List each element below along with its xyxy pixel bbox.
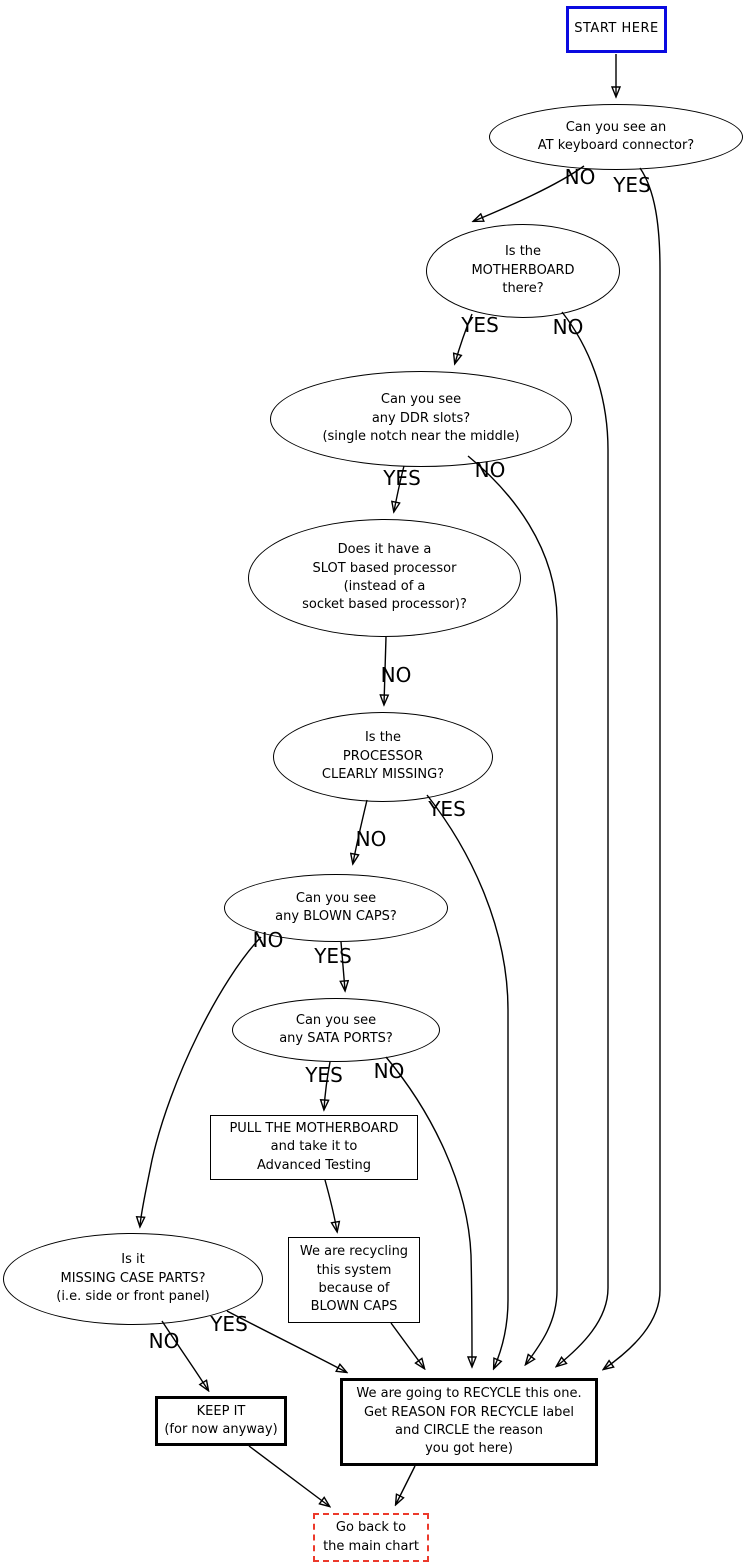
question-sata-ports: Can you see any SATA PORTS? bbox=[232, 998, 440, 1062]
edge-at-yes-to-recycle bbox=[604, 167, 661, 1369]
question-slot-processor: Does it have a SLOT based processor (ins… bbox=[248, 519, 521, 637]
edge-label-mb-yes: YES bbox=[461, 313, 499, 337]
question-missing-case-parts: Is it MISSING CASE PARTS? (i.e. side or … bbox=[3, 1233, 263, 1325]
question-processor-missing: Is the PROCESSOR CLEARLY MISSING? bbox=[273, 712, 493, 802]
action-pull-motherboard: PULL THE MOTHERBOARD and take it to Adva… bbox=[210, 1115, 418, 1180]
edge-label-caps-no: NO bbox=[252, 928, 284, 952]
question-at-keyboard-connector: Can you see an AT keyboard connector? bbox=[489, 104, 743, 170]
action-recycle-blown-caps: We are recycling this system because of … bbox=[288, 1237, 420, 1323]
edge-keep-to-goback bbox=[248, 1445, 329, 1506]
edge-pull-to-capsbox bbox=[324, 1179, 337, 1231]
edge-label-ddr-no: NO bbox=[474, 458, 506, 482]
edge-label-at-yes: YES bbox=[613, 173, 651, 197]
edge-label-caps-yes: YES bbox=[314, 944, 352, 968]
edge-label-slot-no: NO bbox=[380, 663, 412, 687]
edge-label-case-yes: YES bbox=[210, 1312, 248, 1336]
edge-label-case-no: NO bbox=[148, 1329, 180, 1353]
edge-recycle-to-goback bbox=[396, 1465, 416, 1504]
edge-label-sata-yes: YES bbox=[305, 1063, 343, 1087]
edge-capsbox-to-recycle bbox=[390, 1322, 424, 1368]
question-ddr-slots: Can you see any DDR slots? (single notch… bbox=[270, 371, 572, 467]
edge-label-proc-yes: YES bbox=[428, 797, 466, 821]
node-start-here: START HERE bbox=[566, 6, 667, 53]
action-keep-it: KEEP IT (for now anyway) bbox=[155, 1396, 287, 1446]
edge-caps-no-to-case bbox=[140, 936, 262, 1226]
edge-mb-no-to-recycle bbox=[557, 311, 609, 1366]
edge-label-proc-no: NO bbox=[355, 827, 387, 851]
question-motherboard-there: Is the MOTHERBOARD there? bbox=[426, 224, 620, 318]
action-recycle-this-one: We are going to RECYCLE this one. Get RE… bbox=[340, 1378, 598, 1466]
action-go-back-main-chart: Go back to the main chart bbox=[313, 1513, 429, 1562]
edge-proc-yes-to-recycle bbox=[426, 794, 509, 1368]
edge-label-sata-no: NO bbox=[373, 1059, 405, 1083]
edge-label-at-no: NO bbox=[564, 165, 596, 189]
edge-label-ddr-yes: YES bbox=[383, 466, 421, 490]
edge-label-mb-no: NO bbox=[552, 315, 584, 339]
question-blown-caps: Can you see any BLOWN CAPS? bbox=[224, 874, 448, 942]
